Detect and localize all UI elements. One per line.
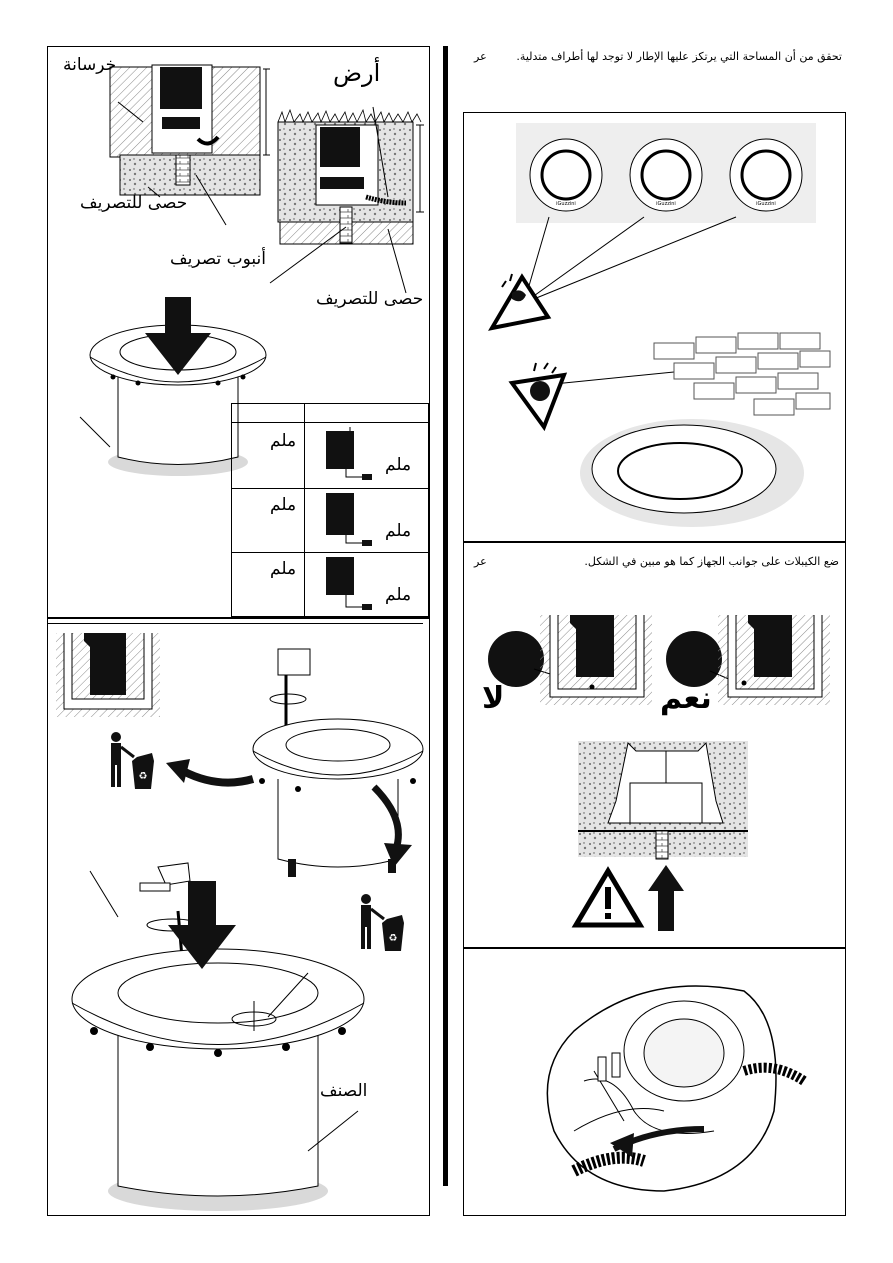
down-arrow-icon xyxy=(145,297,211,375)
row3-fixture-icon xyxy=(326,557,372,610)
row3-right-unit: ملم xyxy=(385,585,412,605)
trash-recycle-icon: ♻ xyxy=(361,894,404,951)
trash-recycle-icon: ♻ xyxy=(111,732,154,789)
svg-text:♻: ♻ xyxy=(139,771,148,782)
curved-arrow-down-icon xyxy=(371,784,412,867)
cable-yes-diagram xyxy=(666,615,830,705)
concrete-section-diagram xyxy=(109,64,424,294)
gravel-label-2: حصى للتصريف xyxy=(316,289,424,309)
brick-wall-diagram xyxy=(653,332,831,416)
row2-right-unit: ملم xyxy=(385,521,412,541)
wiring-diagram xyxy=(546,985,807,1192)
instruction-1-lang: عر xyxy=(474,50,487,63)
panel-wiring xyxy=(463,948,846,1216)
svg-text:♻: ♻ xyxy=(389,933,398,944)
warning-triangle-icon xyxy=(508,362,568,432)
column-divider xyxy=(443,46,448,1186)
instruction-1-text: تحقق من أن المساحة التي يرتكز عليها الإط… xyxy=(516,50,842,63)
concrete-label: خرسانة xyxy=(63,55,117,75)
panel-assembly: ♻ ♻ xyxy=(47,618,430,1216)
no-label: لا xyxy=(482,681,505,716)
brand-text-3: iGuzzini xyxy=(756,201,776,207)
type-label: الصنف xyxy=(320,1081,368,1101)
row2-fixture-icon xyxy=(326,493,372,546)
row3-left-unit: ملم xyxy=(270,559,297,579)
up-arrow-icon xyxy=(648,865,684,931)
instruction-2-lang: عر xyxy=(474,555,487,568)
three-fixtures-diagram: iGuzzini iGuzzini iGuzzini xyxy=(516,123,816,223)
ground-label: أرض xyxy=(333,59,381,87)
drainage-section-diagram xyxy=(578,741,748,860)
panel-cable-placement: ضع الكيبلات على جوانب الجهاز كما هو مبين… xyxy=(463,542,846,948)
brand-text-2: iGuzzini xyxy=(656,201,676,207)
recess-section-diagram xyxy=(56,633,160,717)
curved-arrow-left-icon xyxy=(166,759,255,787)
panel-frame-check: iGuzzini iGuzzini iGuzzini xyxy=(463,112,846,542)
warning-triangle-icon xyxy=(488,273,552,331)
fixture-ring-diagram xyxy=(580,419,804,527)
down-arrow-icon xyxy=(168,881,236,969)
drain-pipe-label: أنبوب تصريف xyxy=(170,249,266,269)
brand-text-1: iGuzzini xyxy=(556,201,576,207)
row2-left-unit: ملم xyxy=(270,495,297,515)
instruction-2-text: ضع الكيبلات على جوانب الجهاز كما هو مبين… xyxy=(584,555,839,568)
panel-installation-depth: خرسانة أرض حصى للتصريف أنبوب تصريف حصى ل… xyxy=(47,46,430,618)
dimension-table xyxy=(231,403,429,617)
fixture-main-diagram xyxy=(71,948,365,1211)
fixture-screws-diagram xyxy=(252,648,424,877)
row1-fixture-icon xyxy=(326,427,372,480)
cable-no-diagram xyxy=(488,615,652,705)
yes-label: نعم xyxy=(660,681,712,716)
warning-triangle-icon xyxy=(571,866,645,928)
gravel-label-1: حصى للتصريف xyxy=(80,193,188,213)
row1-left-unit: ملم xyxy=(270,431,297,451)
row1-right-unit: ملم xyxy=(385,455,412,475)
